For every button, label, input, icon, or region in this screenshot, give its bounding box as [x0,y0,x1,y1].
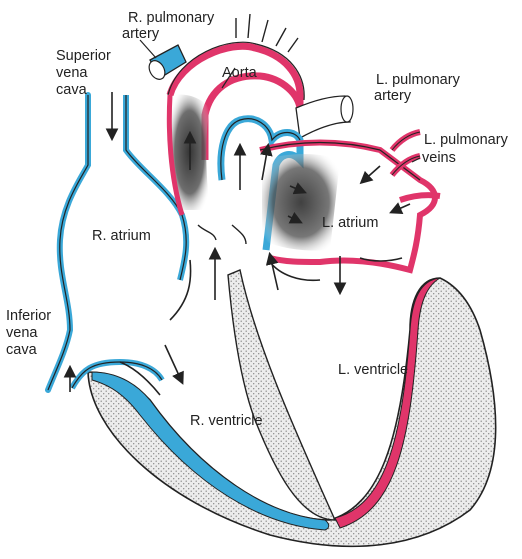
semilunar-valves [198,225,246,244]
left-atrium-shading [262,154,340,251]
leader-r-pulmonary-artery [140,40,156,58]
label-l-pulmonary-artery-2: artery [374,88,412,104]
label-inferior-vena-cava-1: Inferior [6,308,51,324]
septum [228,270,335,520]
label-superior-vena-cava-3: cava [56,82,88,98]
label-r-ventricle: R. ventricle [190,413,263,429]
label-inferior-vena-cava-2: vena [6,325,38,341]
label-l-ventricle: L. ventricle [338,362,408,378]
label-inferior-vena-cava-3: cava [6,342,38,358]
label-l-atrium: L. atrium [322,215,378,231]
label-superior-vena-cava-1: Superior [56,48,111,64]
label-l-pulmonary-artery-1: L. pulmonary [376,72,461,88]
label-l-pulmonary-veins-2: veins [422,150,456,166]
label-l-pulmonary-veins-1: L. pulmonary [424,132,509,148]
label-r-pulmonary-artery-2: artery [122,26,160,42]
vena-cava-outline [48,95,88,390]
label-superior-vena-cava-2: vena [56,65,88,81]
label-r-pulmonary-artery-1: R. pulmonary [128,10,215,26]
label-r-atrium: R. atrium [92,228,151,244]
label-aorta: Aorta [222,65,258,81]
